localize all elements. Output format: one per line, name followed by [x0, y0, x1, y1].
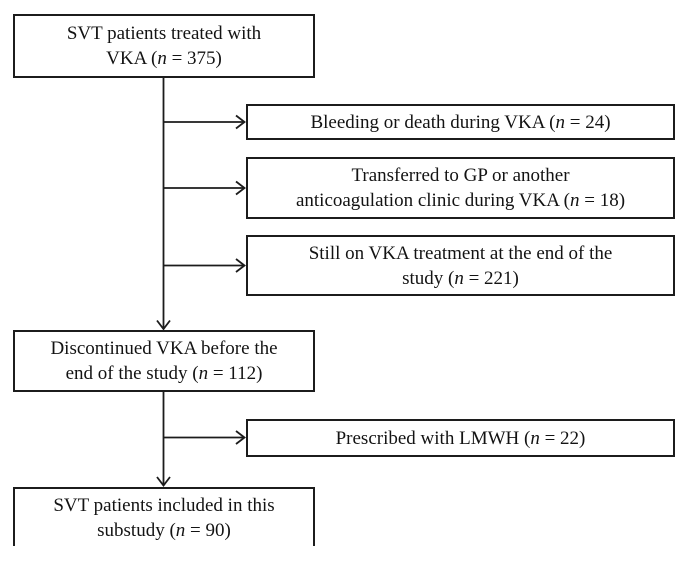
arrow-branch-still-on-vka [163, 258, 246, 273]
box-text-line: Prescribed with LMWH (n = 22) [335, 427, 586, 449]
arrow-main-down-1 [156, 78, 171, 331]
box-discontinued-vka: Discontinued VKA before the end of the st… [13, 330, 315, 392]
box-text-line: SVT patients included in this [53, 494, 275, 516]
box-text-line: VKA (n = 375) [106, 48, 222, 69]
box-text-line: study (n = 221) [402, 267, 519, 289]
box-prescribed-lmwh: Prescribed with LMWH (n = 22) [246, 419, 675, 457]
box-text-line: end of the study (n = 112) [65, 363, 263, 384]
box-text-line: Transferred to GP or another [351, 165, 570, 186]
arrow-branch-transferred [163, 180, 246, 196]
arrow-main-down-2 [156, 392, 171, 487]
box-substudy-included: SVT patients included in this substudy (n… [13, 487, 315, 546]
box-text-line: Bleeding or death during VKA (n = 24) [310, 111, 611, 133]
box-text-line: Still on VKA treatment at the end of the [308, 242, 613, 264]
box-bleeding-or-death: Bleeding or death during VKA (n = 24) [246, 104, 675, 140]
box-text-line: anticoagulation clinic during VKA (n = 1… [295, 190, 626, 211]
box-text-line: Discontinued VKA before the [50, 338, 278, 359]
box-transferred-to-gp: Transferred to GP or another anticoagulat… [246, 157, 675, 219]
arrow-branch-bleeding [163, 114, 246, 130]
box-text-line: SVT patients treated with [66, 23, 262, 44]
box-still-on-vka: Still on VKA treatment at the end of the… [246, 235, 675, 296]
box-text-line: substudy (n = 90) [97, 519, 231, 541]
arrow-branch-lmwh [163, 430, 246, 445]
